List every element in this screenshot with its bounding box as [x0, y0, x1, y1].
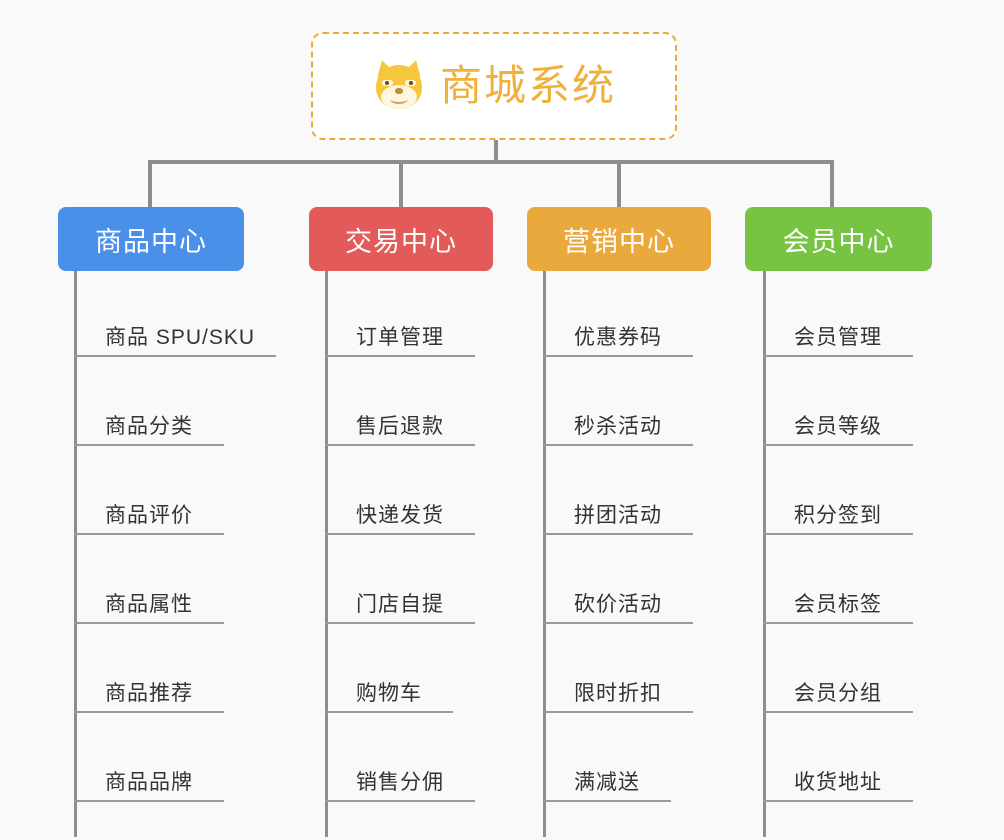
list-item-label: 砍价活动	[574, 593, 662, 616]
connector-drop-1	[148, 160, 152, 207]
root-node-mall-system[interactable]: 商城系统	[311, 32, 677, 140]
list-item-label: 售后退款	[356, 415, 444, 438]
list-item-label: 优惠券码	[574, 326, 662, 349]
list-item-label: 会员分组	[794, 682, 882, 705]
shiba-dog-face-icon	[372, 57, 426, 113]
category-box-trade-center[interactable]: 交易中心	[309, 207, 493, 271]
category-box-marketing-center[interactable]: 营销中心	[527, 207, 711, 271]
category-label: 营销中心	[563, 226, 675, 257]
list-item[interactable]: 会员等级	[763, 415, 913, 446]
list-item-label: 拼团活动	[574, 504, 662, 527]
list-item[interactable]: 会员分组	[763, 682, 913, 713]
list-item[interactable]: 会员标签	[763, 593, 913, 624]
list-item[interactable]: 商品品牌	[74, 771, 224, 802]
list-item-label: 会员等级	[794, 415, 882, 438]
list-item-label: 收货地址	[794, 771, 882, 794]
root-node-title: 商城系统	[439, 62, 616, 109]
category-box-member-center[interactable]: 会员中心	[745, 207, 932, 271]
connector-horizontal-bus	[148, 160, 834, 164]
list-item-label: 满减送	[574, 771, 640, 794]
list-item-label: 会员管理	[794, 326, 882, 349]
list-item[interactable]: 销售分佣	[325, 771, 475, 802]
list-item-label: 门店自提	[356, 593, 444, 616]
list-item[interactable]: 商品属性	[74, 593, 224, 624]
column-spine	[543, 271, 546, 837]
list-item[interactable]: 门店自提	[325, 593, 475, 624]
list-item[interactable]: 限时折扣	[543, 682, 693, 713]
list-item[interactable]: 收货地址	[763, 771, 913, 802]
category-label: 会员中心	[782, 226, 895, 257]
list-item-label: 秒杀活动	[574, 415, 662, 438]
list-item[interactable]: 拼团活动	[543, 504, 693, 535]
list-item[interactable]: 售后退款	[325, 415, 475, 446]
column-spine	[74, 271, 77, 837]
list-item[interactable]: 商品分类	[74, 415, 224, 446]
list-item[interactable]: 快递发货	[325, 504, 475, 535]
list-item-label: 商品评价	[105, 504, 193, 527]
category-label: 商品中心	[95, 226, 207, 257]
column-spine	[325, 271, 328, 837]
list-item-label: 购物车	[356, 682, 422, 705]
list-item-label: 会员标签	[794, 593, 882, 616]
list-item-label: 限时折扣	[574, 682, 662, 705]
list-item-label: 商品推荐	[105, 682, 193, 705]
list-item-label: 商品 SPU/SKU	[105, 326, 256, 349]
connector-drop-4	[830, 160, 834, 207]
list-item[interactable]: 会员管理	[763, 326, 913, 357]
list-item[interactable]: 购物车	[325, 682, 453, 713]
list-item-label: 积分签到	[794, 504, 882, 527]
connector-drop-3	[617, 160, 621, 207]
list-item-label: 商品品牌	[105, 771, 193, 794]
list-item[interactable]: 订单管理	[325, 326, 475, 357]
list-item-label: 销售分佣	[356, 771, 444, 794]
list-item[interactable]: 优惠券码	[543, 326, 693, 357]
list-item-label: 订单管理	[356, 326, 444, 349]
column-spine	[763, 271, 766, 837]
connector-drop-2	[399, 160, 403, 207]
list-item-label: 快递发货	[356, 504, 444, 527]
list-item[interactable]: 秒杀活动	[543, 415, 693, 446]
list-item[interactable]: 积分签到	[763, 504, 913, 535]
connector-root-stem	[494, 140, 498, 164]
list-item-label: 商品分类	[105, 415, 193, 438]
list-item-label: 商品属性	[105, 593, 193, 616]
category-label: 交易中心	[345, 226, 457, 257]
category-box-product-center[interactable]: 商品中心	[58, 207, 244, 271]
list-item[interactable]: 商品 SPU/SKU	[74, 326, 276, 357]
list-item[interactable]: 砍价活动	[543, 593, 693, 624]
list-item[interactable]: 商品评价	[74, 504, 224, 535]
list-item[interactable]: 商品推荐	[74, 682, 224, 713]
list-item[interactable]: 满减送	[543, 771, 671, 802]
